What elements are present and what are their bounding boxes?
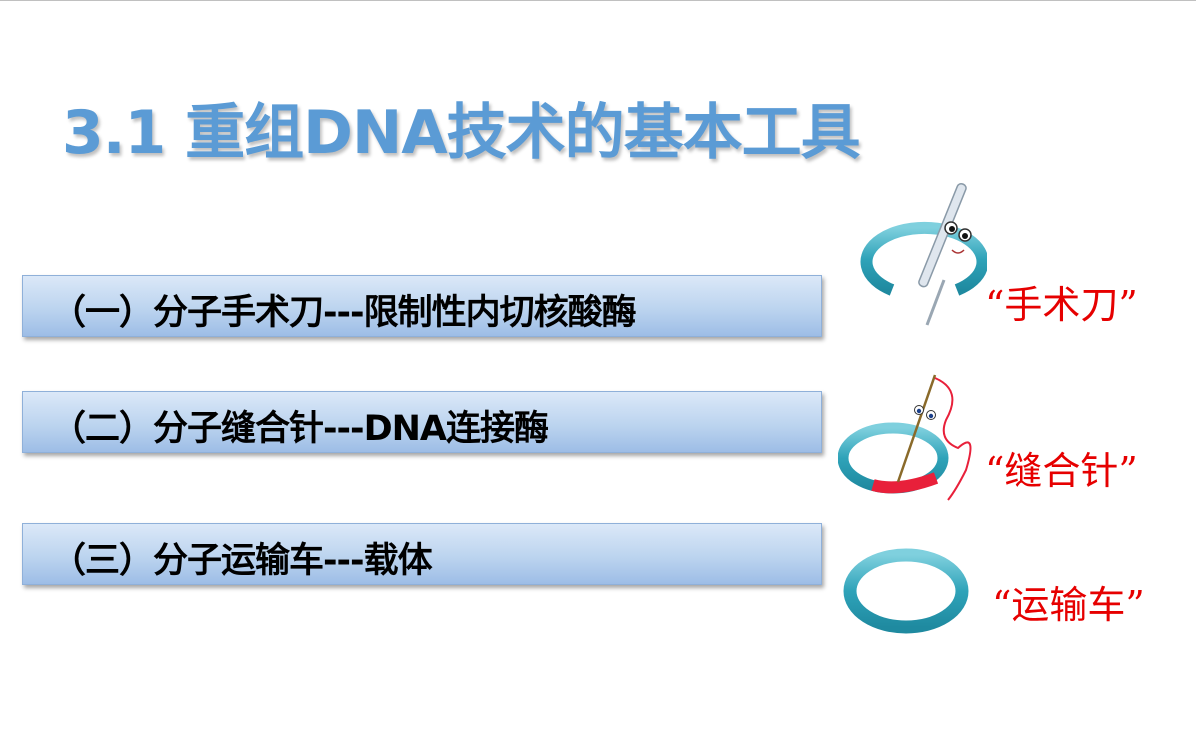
plasmid-ring-icon (843, 548, 969, 634)
scalpel-label: “手术刀” (985, 283, 1138, 327)
needle-label: “缝合针” (985, 449, 1138, 493)
tool-item-scalpel: （一）分子手术刀---限制性内切核酸酶 (22, 275, 822, 337)
tool-item-needle: （二）分子缝合针---DNA连接酶 (22, 391, 822, 453)
slide-title: 3.1 重组DNA技术的基本工具 (62, 98, 861, 168)
vector-label: “运输车” (992, 583, 1145, 627)
tool-item-text: （三）分子运输车---载体 (51, 541, 433, 581)
tool-item-vector: （三）分子运输车---载体 (22, 523, 822, 585)
tool-item-text: （二）分子缝合针---DNA连接酶 (51, 409, 549, 449)
scalpel-cutting-ring-icon (860, 182, 987, 326)
top-border-line (0, 0, 1196, 1)
needle-sewing-ring-icon (838, 374, 972, 501)
tool-item-text: （一）分子手术刀---限制性内切核酸酶 (51, 293, 637, 333)
